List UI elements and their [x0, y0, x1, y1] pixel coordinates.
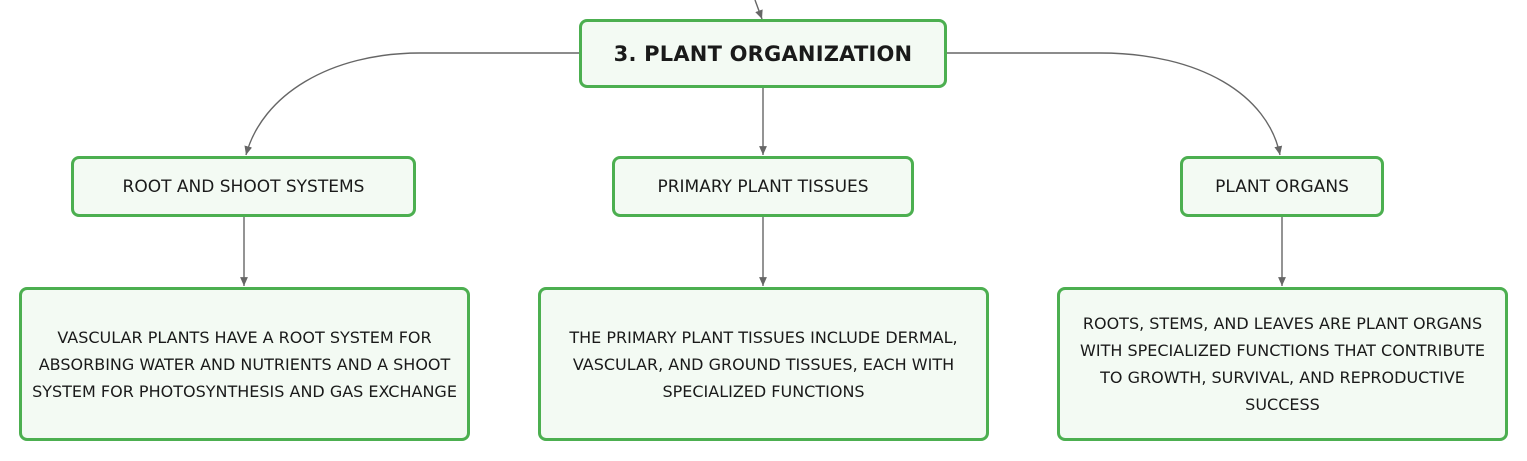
- topic-node-label: PRIMARY PLANT TISSUES: [657, 176, 869, 197]
- topic-node-primary-plant-tissues[interactable]: PRIMARY PLANT TISSUES: [612, 156, 914, 217]
- detail-node-primary-plant-tissues[interactable]: THE PRIMARY PLANT TISSUES INCLUDE DERMAL…: [538, 287, 989, 441]
- detail-node-root-and-shoot-systems[interactable]: VASCULAR PLANTS HAVE A ROOT SYSTEM FOR A…: [19, 287, 470, 441]
- connector-root-to-topic-2: [947, 52, 1283, 156]
- topic-node-label: ROOT AND SHOOT SYSTEMS: [122, 176, 365, 197]
- parent-connector-line: [754, 0, 763, 20]
- topic-node-plant-organs[interactable]: PLANT ORGANS: [1180, 156, 1384, 217]
- detail-node-text: VASCULAR PLANTS HAVE A ROOT SYSTEM FOR A…: [32, 327, 457, 401]
- detail-node-plant-organs[interactable]: ROOTS, STEMS, AND LEAVES ARE PLANT ORGAN…: [1057, 287, 1508, 441]
- detail-node-text: ROOTS, STEMS, AND LEAVES ARE PLANT ORGAN…: [1080, 314, 1485, 414]
- root-node-label: 3. PLANT ORGANIZATION: [613, 41, 913, 66]
- root-node[interactable]: 3. PLANT ORGANIZATION: [579, 19, 947, 88]
- detail-node-text: THE PRIMARY PLANT TISSUES INCLUDE DERMAL…: [569, 327, 958, 401]
- connector-root-to-topic-0: [244, 52, 579, 156]
- topic-node-root-and-shoot-systems[interactable]: ROOT AND SHOOT SYSTEMS: [71, 156, 416, 217]
- topic-node-label: PLANT ORGANS: [1215, 176, 1349, 197]
